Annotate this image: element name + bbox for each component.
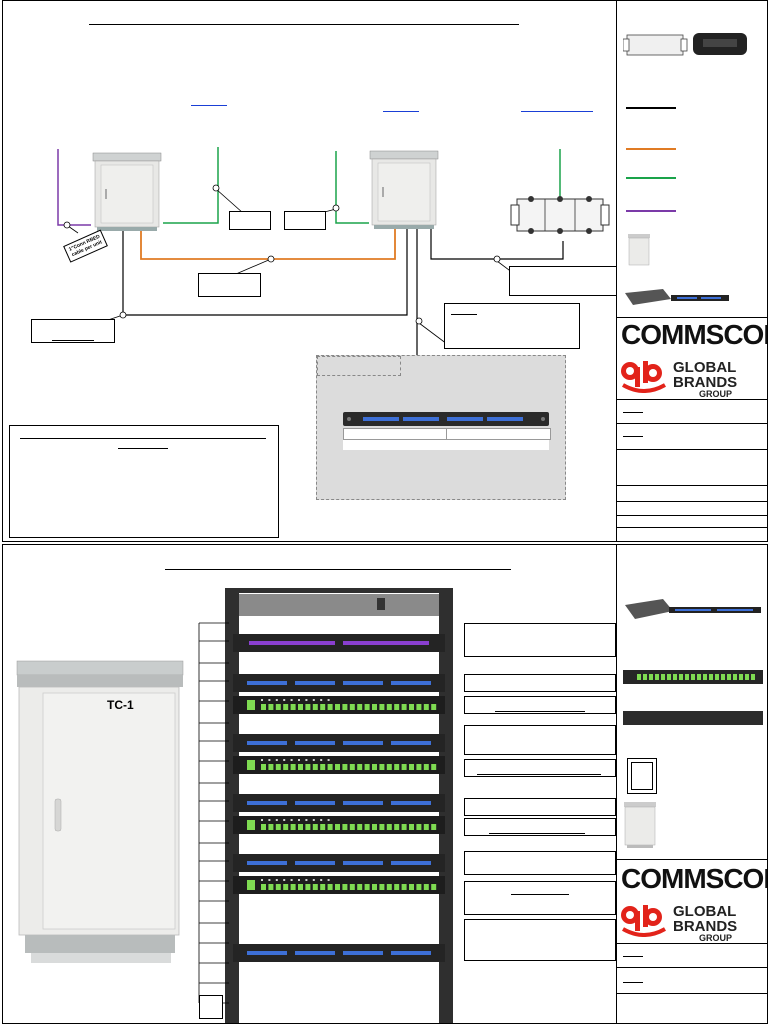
sheet-2-title-row-3 [617,993,767,1023]
legend-patch-panel-thumb [623,285,729,309]
green-cable-left [163,147,219,224]
rack-callout-6 [464,798,616,816]
sidebar-rack-unit-symbol [627,758,657,794]
sheet-2-logo-cell [617,859,767,860]
legend-orange-line [626,148,676,150]
link-underline-left[interactable] [191,105,227,106]
callout-box-black-long [31,319,115,343]
rack-callout-9 [464,881,616,915]
indoor-zone-tab [317,356,401,376]
gb-logo-2-line-1: GLOBAL [673,903,737,920]
rack-callout-8 [464,851,616,875]
title-block-row-6 [617,515,767,528]
gb-logo-line-2: BRANDS [673,374,738,391]
sheet-2-rack-elevation: TC-1 [2,544,768,1024]
sidebar-cabinet-thumb [623,801,657,849]
patch-panel-label-strip-2 [343,440,549,450]
closure-thumbnails [622,29,749,59]
link-underline-mid[interactable] [383,111,419,112]
callout-box-panel [444,303,580,349]
notes-box [9,425,279,538]
rack-callout-2 [464,674,616,692]
gb-logo: GLOBAL BRANDS GROUP [619,357,767,399]
sheet-1-network-diagram: 1"Conn RBED cable per unit [2,0,768,542]
splice-closure[interactable] [509,191,611,239]
legend-black-line [626,107,676,109]
commscope-logo: COMMSCOPE [621,319,767,350]
fiber-patch-panel[interactable] [343,412,549,426]
rack-callout-10 [464,919,616,961]
outdoor-cabinet-mid[interactable] [368,149,440,229]
callout-box-closure [509,266,617,296]
callout-box-orange [198,273,261,297]
title-block-row-5 [617,501,767,516]
rack-callout-3 [464,696,616,714]
rack-left-brackets [198,622,229,1004]
rack-callout-4 [464,725,616,755]
tc-1-cabinet-label: TC-1 [107,698,134,712]
gb-logo-2: GLOBAL BRANDS GROUP [619,901,767,943]
rack-bottom-callout [199,995,223,1019]
title-block-row-1 [617,399,767,424]
title-block-row-4 [617,485,767,502]
sheet-2-sidebar: COMMSCOPE GLOBAL BRANDS GROUP [616,545,767,1023]
logo-cell [617,317,767,318]
legend-purple-line [626,210,676,212]
title-block-row-2 [617,423,767,450]
sheet-1-sidebar: COMMSCOPE GLOBAL BRANDS GROUP [616,1,767,541]
sidebar-blank-panel-thumb [623,711,763,725]
title-block-row-3 [617,449,767,486]
title-block-row-7 [617,527,767,541]
sheet-2-title-row-2 [617,967,767,994]
sheet-2-title-underline [165,569,511,570]
copper-patch-panel-3[interactable] [233,794,445,812]
patch-panel-label-strip [343,428,551,440]
gb-logo-line-1: GLOBAL [673,359,737,376]
fiber-panel-purple[interactable] [233,634,445,652]
rack-callout-1 [464,623,616,657]
legend-cabinet-thumb [627,233,651,267]
sheet-1-title-underline [89,24,519,25]
equipment-rack [225,588,453,1023]
gb-logo-2-line-3: GROUP [699,933,733,943]
sidebar-switch-thumb [623,669,763,685]
tc-1-cabinet[interactable] [15,659,185,965]
indoor-zone [316,355,566,500]
purple-cable [57,149,91,226]
copper-patch-panel-2[interactable] [233,734,445,752]
commscope-logo-2: COMMSCOPE [621,863,767,894]
copper-patch-panel-1[interactable] [233,674,445,692]
black-cable-long [122,229,408,316]
rack-callout-7 [464,818,616,836]
copper-patch-panel-4[interactable] [233,854,445,872]
link-underline-right[interactable] [521,111,593,112]
legend-green-line [626,177,676,179]
outdoor-cabinet-left[interactable] [91,151,163,231]
callout-box-green-mid [284,211,326,230]
green-cable-mid [335,151,369,224]
rack-callout-5 [464,759,616,777]
sidebar-patch-panel-thumb [623,595,763,625]
orange-cable [140,229,396,260]
gb-logo-line-3: GROUP [699,389,733,399]
copper-patch-panel-5[interactable] [233,944,445,962]
sheet-2-title-row-1 [617,943,767,968]
gb-logo-2-line-2: BRANDS [673,918,738,935]
callout-box-green-left [229,211,271,230]
